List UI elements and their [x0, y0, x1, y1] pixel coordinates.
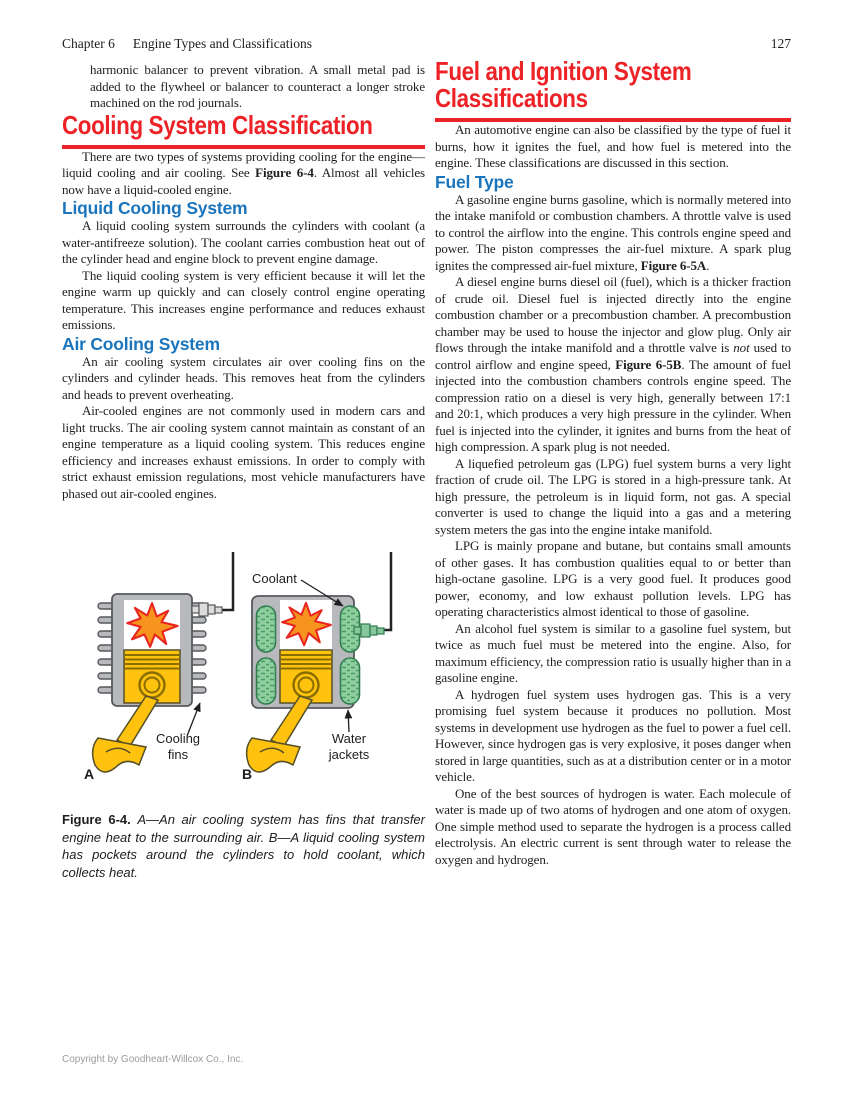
figure-6-4-caption: Figure 6-4. A—An air cooling system has …	[62, 812, 425, 880]
air-paragraph-1: An air cooling system circulates air ove…	[62, 353, 425, 402]
fuel-type-paragraph-gasoline: A gasoline engine burns gasoline, which …	[435, 191, 791, 273]
engine-a-air-cooled	[91, 552, 235, 773]
subheading-liquid-cooling: Liquid Cooling System	[62, 198, 248, 218]
chapter-title: Engine Types and Classifications	[132, 36, 313, 51]
fuel-intro-paragraph: An automotive engine can also be classif…	[435, 122, 791, 170]
chapter-label: Chapter 6	[62, 36, 115, 51]
label-coolant: Coolant	[252, 571, 297, 586]
spark-plug-wire-b	[384, 552, 393, 632]
continuation-paragraph: harmonic balancer to prevent vibration. …	[90, 62, 425, 110]
combustion-flame-b	[281, 601, 332, 647]
spark-plug-wire-a	[222, 552, 235, 612]
panel-label-b: B	[242, 766, 252, 782]
water-jackets-shapes	[255, 605, 361, 705]
fuel-type-paragraph-lpg-qualities: LPG is mainly propane and butane, but co…	[435, 538, 791, 619]
label-water-jackets-line2: jackets	[328, 747, 370, 762]
fuel-type-paragraph-diesel: A diesel engine burns diesel oil (fuel),…	[435, 274, 791, 454]
label-cooling-fins-line1: Cooling	[156, 731, 200, 746]
liquid-paragraph-1: A liquid cooling system surrounds the cy…	[62, 218, 425, 266]
section-heading-fuel-ignition: Fuel and Ignition System Classifications	[435, 56, 692, 113]
cooling-intro-paragraph: There are two types of systems providing…	[62, 148, 425, 197]
air-paragraph-2: Air-cooled engines are not commonly used…	[62, 403, 425, 501]
fuel-type-paragraph-lpg: A liquefied petroleum gas (LPG) fuel sys…	[435, 455, 791, 537]
subheading-fuel-type: Fuel Type	[435, 171, 514, 192]
spark-plug-a	[191, 602, 223, 617]
copyright-notice: Copyright by Goodheart-Willcox Co., Inc.	[62, 1054, 244, 1065]
page-number: 127	[770, 36, 791, 51]
page-header: Chapter 6 Engine Types and Classificatio…	[62, 36, 791, 52]
section-heading-cooling-system: Cooling System Classification	[62, 109, 373, 140]
heading-rule	[62, 144, 425, 149]
figure-6-4: Coolant Cooling fins Water jackets A B F…	[62, 546, 425, 881]
left-column: harmonic balancer to prevent vibration. …	[62, 62, 425, 881]
panel-label-a: A	[84, 766, 94, 782]
connecting-rod-and-crank-a	[91, 695, 160, 773]
piston-b	[279, 649, 333, 704]
liquid-paragraph-2: The liquid cooling system is very effici…	[62, 267, 425, 333]
label-cooling-fins-line2: fins	[168, 747, 189, 762]
piston-a	[123, 649, 181, 704]
combustion-flame-a	[126, 602, 179, 648]
fuel-type-paragraph-hydrogen: A hydrogen fuel system uses hydrogen gas…	[435, 686, 791, 785]
heading-rule	[435, 118, 791, 122]
spark-plug-b	[353, 623, 385, 638]
fuel-type-paragraph-alcohol: An alcohol fuel system is similar to a g…	[435, 620, 791, 686]
figure-callouts: Coolant Cooling fins Water jackets A B	[84, 571, 370, 782]
engine-b-liquid-cooled	[245, 552, 393, 773]
fuel-type-paragraph-electrolysis: One of the best sources of hydrogen is w…	[435, 785, 791, 867]
right-column: Fuel and Ignition System Classifications…	[435, 58, 791, 868]
figure-6-4-illustration: Coolant Cooling fins Water jackets A B	[84, 552, 393, 782]
label-water-jackets-line1: Water	[332, 731, 367, 746]
subheading-air-cooling: Air Cooling System	[62, 333, 220, 354]
